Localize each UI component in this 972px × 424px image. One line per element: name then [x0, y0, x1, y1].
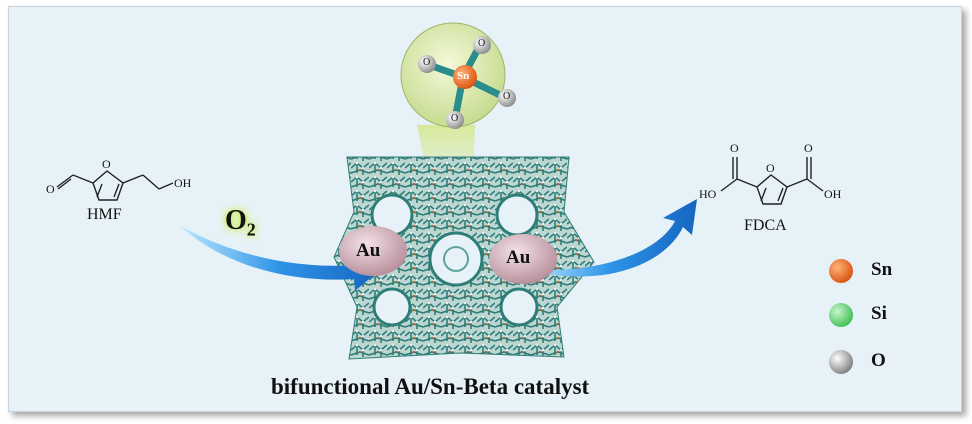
- legend-sn-marker: [829, 259, 853, 283]
- tin-label: Sn: [457, 70, 470, 82]
- oxidant-subscript: 2: [246, 219, 256, 240]
- au-label-right: Au: [506, 247, 531, 268]
- fdca-left-carbonyl-o: O: [730, 141, 739, 155]
- ligand-o-right-label: O: [503, 91, 511, 102]
- catalyst-caption: bifunctional Au/Sn-Beta catalyst: [271, 374, 590, 399]
- au-particle-right: [489, 234, 557, 284]
- ligand-o-bottom-label: O: [451, 113, 459, 124]
- fdca-right-hydroxyl: OH: [824, 187, 842, 201]
- legend-o-label: O: [871, 350, 886, 371]
- ligand-o-bottom: [446, 111, 464, 129]
- legend-si-label: Si: [871, 303, 887, 324]
- ligand-o-right: [498, 89, 516, 107]
- ligand-o-left-label: O: [423, 57, 431, 68]
- zeolite-framework: [333, 156, 595, 360]
- oxidant-symbol: O: [225, 205, 247, 236]
- fdca-name: FDCA: [744, 217, 787, 234]
- ligand-o-left: [418, 55, 436, 73]
- product-arrow: [524, 199, 697, 277]
- ligand-o-top: [473, 36, 491, 54]
- fdca-ring-o: O: [766, 161, 775, 175]
- hmf-ring-o: O: [102, 157, 111, 171]
- tin-atom: [453, 65, 477, 89]
- legend-sn-label: Sn: [871, 259, 893, 280]
- ligand-o-top-label: O: [478, 38, 486, 49]
- au-label-left: Au: [356, 240, 381, 261]
- oxidant-label: O2: [225, 205, 256, 241]
- scheme-graphics: [56, 22, 853, 374]
- au-particle-left: [339, 226, 407, 276]
- hmf-hydroxyl: OH: [174, 176, 192, 190]
- reactant-arrow: [179, 225, 381, 291]
- fdca-structure: [720, 157, 824, 205]
- scheme-canvas: Sn O O O O O O OH HMF O O HO O OH FDCA O…: [8, 6, 962, 412]
- hmf-structure: [56, 170, 174, 201]
- hmf-name: HMF: [87, 206, 122, 223]
- fdca-right-carbonyl-o: O: [804, 141, 813, 155]
- legend-o-marker: [829, 350, 853, 374]
- fdca-left-hydroxyl: HO: [699, 187, 717, 201]
- hmf-aldehyde-o: O: [46, 182, 55, 196]
- legend-si-marker: [829, 303, 853, 327]
